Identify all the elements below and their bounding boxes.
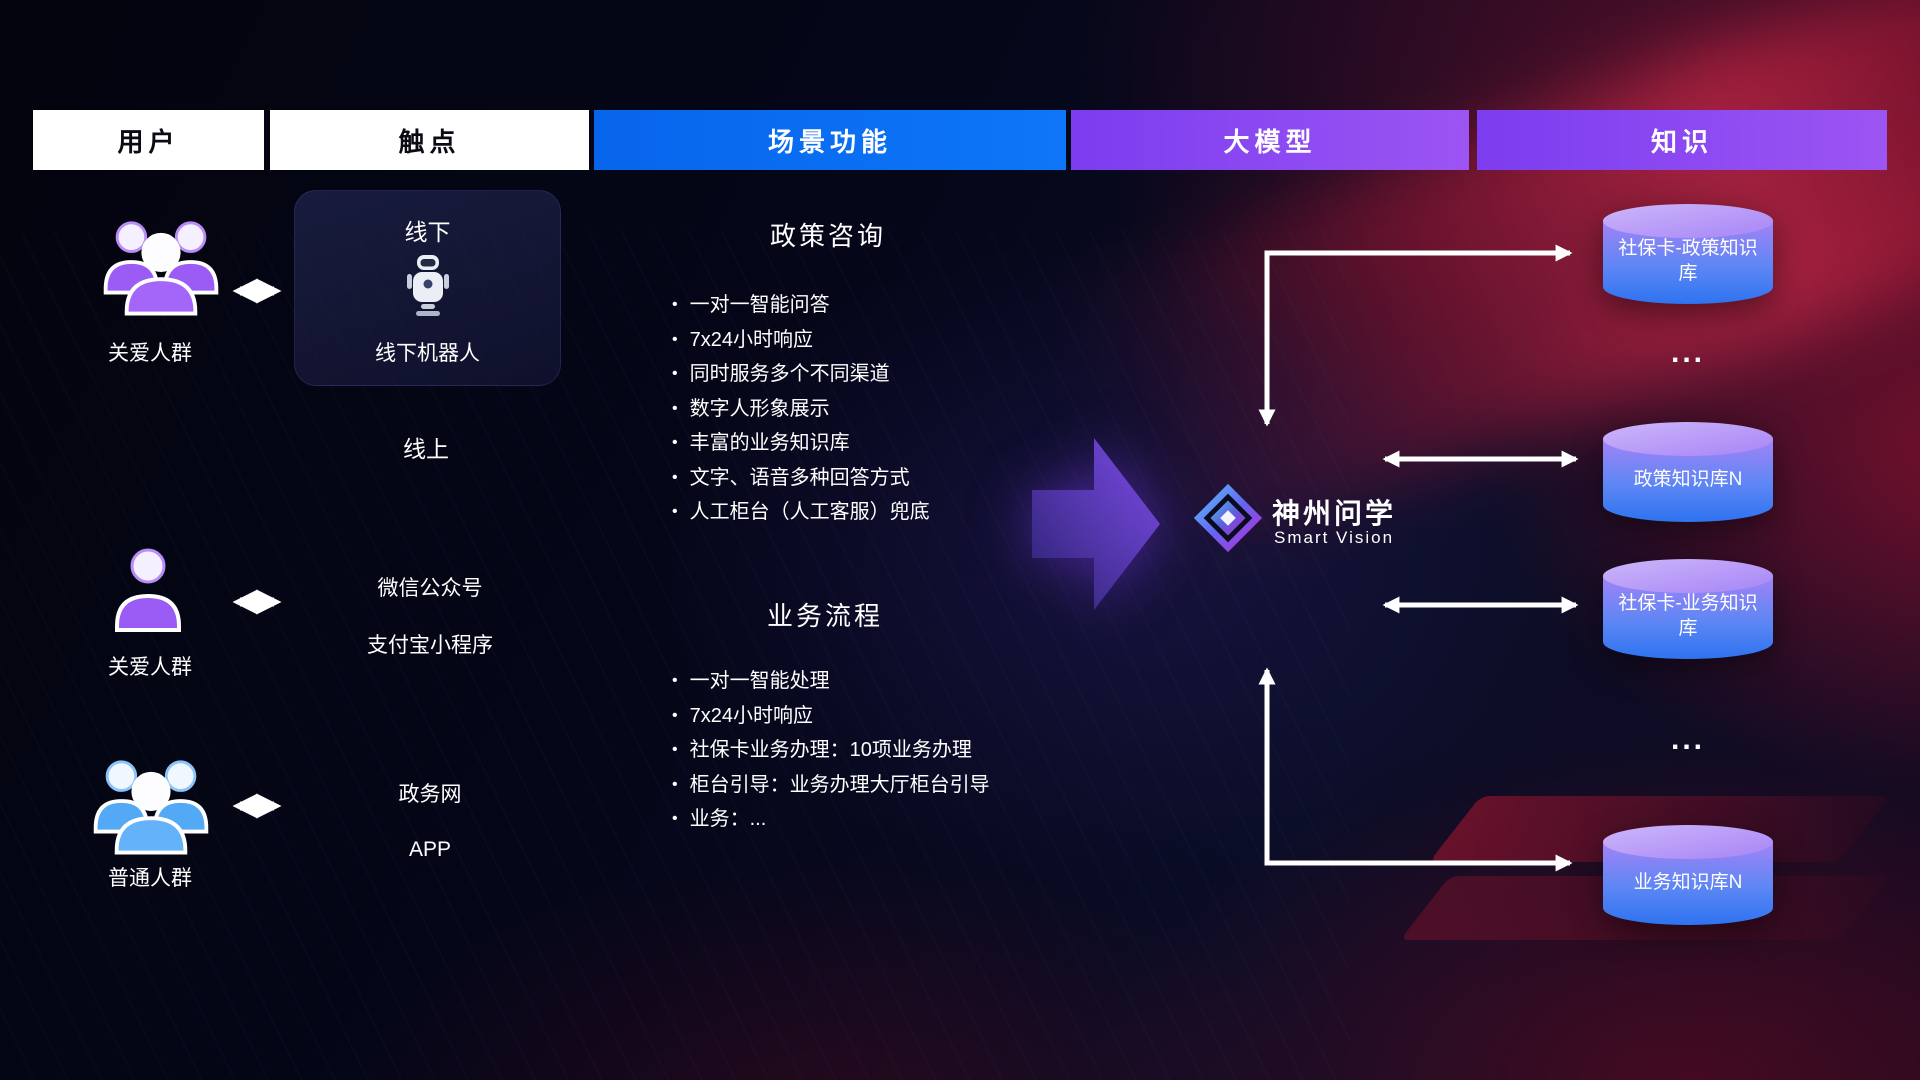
user-row3-label: 普通人群 [108,867,192,890]
knowledge-db-policy-n: 政策知识库N [1601,420,1775,524]
touchpoint-wechat: 微信公众号 [377,577,483,600]
policy-feature-list: 一对一智能问答 7x24小时响应 同时服务多个不同渠道 数字人形象展示 丰富的业… [672,289,930,531]
touchpoint-gov-web: 政务网 [398,783,462,806]
group-people-blue-icon [88,747,214,860]
group-people-purple-icon [98,208,224,321]
policy-item: 同时服务多个不同渠道 [672,358,930,393]
business-feature-list: 一对一智能处理 7x24小时响应 社保卡业务办理：10项业务办理 柜台引导：业务… [672,665,990,838]
knowledge-db-business-n: 业务知识库N [1601,823,1775,927]
flow-arrow-icon [1032,428,1164,625]
header-touchpoints: 触点 [270,110,589,170]
offline-robot-label: 线下机器人 [375,342,480,365]
header-large-model: 大模型 [1071,110,1469,170]
policy-item: 7x24小时响应 [672,324,930,359]
touchpoint-app: APP [408,838,452,861]
logo-title: 神州问学 [1272,498,1397,529]
touchpoint-alipay: 支付宝小程序 [367,634,493,657]
single-person-purple-icon [112,546,184,639]
robot-icon [295,253,560,324]
header-touchpoints-label: 触点 [398,126,461,157]
knowledge-ellipsis: ... [1670,336,1705,369]
user-row1-label: 关爱人群 [108,342,192,365]
db-label: 政策知识库N [1633,468,1743,490]
db-label: 社保卡-政策知识库 [1618,238,1758,284]
user-row2-label: 关爱人群 [108,656,192,679]
header-large-model-label: 大模型 [1223,126,1317,157]
knowledge-db-business-socialcard: 社保卡-业务知识库 [1601,557,1775,661]
business-item: 一对一智能处理 [672,665,990,700]
policy-item: 丰富的业务知识库 [672,427,930,462]
db-label: 业务知识库N [1633,871,1743,893]
offline-touchpoint-card: 线下 线下机器人 [294,190,561,386]
policy-section-title: 政策咨询 [770,221,887,251]
knowledge-ellipsis: ... [1670,723,1705,756]
header-scene-functions: 场景功能 [594,110,1066,170]
offline-title: 线下 [404,219,451,245]
header-knowledge: 知识 [1477,110,1887,170]
smart-vision-logo-icon [1191,481,1265,560]
business-item: 业务：... [672,803,990,838]
logo-subtitle: Smart Vision [1274,528,1395,547]
header-scene-functions-label: 场景功能 [767,126,892,157]
header-users-label: 用户 [117,126,180,157]
header-users: 用户 [33,110,264,170]
business-item: 社保卡业务办理：10项业务办理 [672,734,990,769]
policy-item: 一对一智能问答 [672,289,930,324]
online-title: 线上 [403,436,449,462]
policy-item: 人工柜台（人工客服）兜底 [672,496,930,531]
business-item: 7x24小时响应 [672,700,990,735]
db-label: 社保卡-业务知识库 [1618,593,1758,639]
header-knowledge-label: 知识 [1650,126,1713,157]
policy-item: 文字、语音多种回答方式 [672,462,930,497]
knowledge-db-policy-socialcard: 社保卡-政策知识库 [1601,202,1775,306]
business-section-title: 业务流程 [767,601,884,631]
business-item: 柜台引导：业务办理大厅柜台引导 [672,769,990,804]
policy-item: 数字人形象展示 [672,393,930,428]
